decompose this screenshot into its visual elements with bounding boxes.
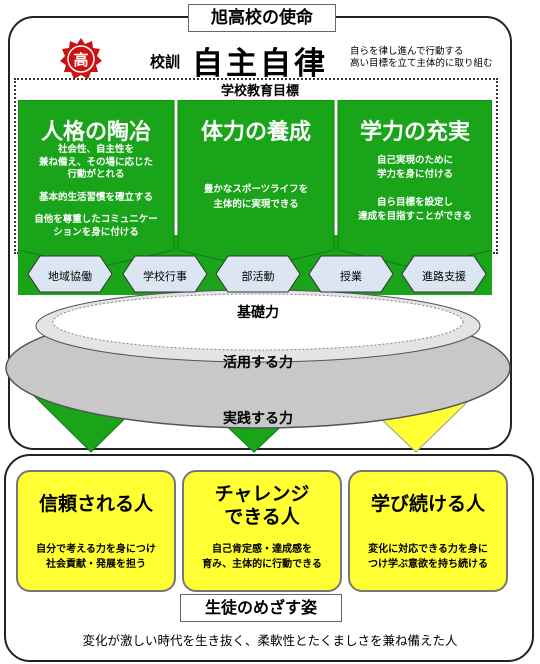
mission-title: 旭高校の使命 (188, 4, 336, 32)
ideal-card-head: 信頼される人 (38, 493, 153, 515)
goal-line: 豊かなスポーツライフを (203, 184, 309, 195)
ideal-card-text: 自己肯定感・達成感を 育み、主体的に行動できる (186, 542, 338, 572)
goal-line: 行動がとれる (67, 169, 125, 180)
school-seal-icon: 高 (60, 38, 102, 79)
ideal-card-head: できる人 (224, 506, 300, 528)
ideal-line: 育み、主体的に行動できる (202, 559, 322, 570)
motto-text: 自主自律 (192, 46, 328, 82)
goal-line (20, 182, 172, 192)
aim-title: 生徒のめざす姿 (180, 594, 342, 622)
ideal-card-text: 自分で考える力を身につけ 社会貢献・発展を担う (20, 542, 172, 572)
ideal-card-trusted: 信頼される人 自分で考える力を身につけ 社会貢献・発展を担う (16, 470, 176, 592)
goal-column-head: 人格の陶冶 (40, 120, 151, 145)
activity-hexagons (27, 255, 487, 293)
goal-line: 兼ね備え、その場に応じた (38, 156, 153, 168)
goal-line (20, 204, 172, 214)
activity-hex: 部活動 (241, 270, 275, 283)
activity-hex: 進路支援 (422, 270, 466, 283)
ideal-line: 自分で考える力を身につけ (36, 544, 156, 555)
layer-practice: 実践する力 (223, 411, 293, 427)
ideal-card-challenge: チャレンジ できる人 自己肯定感・達成感を 育み、主体的に行動できる (182, 470, 342, 592)
goal-line: 自己実現のために (376, 155, 453, 166)
ideal-line: つけ学ぶ意欲を持ち続ける (368, 559, 488, 570)
motto-desc-line: 高い目標を立て主体的に取り組む (350, 58, 493, 69)
motto-label: 校訓 (150, 53, 181, 71)
ideal-line: 社会貢献・発展を担う (46, 559, 146, 570)
goal-column-text: 自己実現のために 学力を身に付ける 自ら目標を設定し 達成を目指すことができる (340, 154, 490, 224)
ideal-line: 自己肯定感・達成感を (212, 544, 312, 555)
goal-line: 自ら目標を設定し (376, 197, 453, 208)
goal-line: 達成を目指すことができる (358, 211, 472, 222)
ability-layers (5, 289, 511, 429)
goals-title: 学校教育目標 (205, 80, 315, 99)
goal-column-text: 豊かなスポーツライフを 主体的に実現できる (180, 182, 332, 212)
layer-foundation: 基礎力 (237, 305, 279, 321)
goal-line: 基本的生活習慣を確立する (38, 191, 153, 203)
activity-hex: 学校行事 (143, 270, 187, 283)
goal-column-head: 体力の養成 (200, 120, 311, 145)
activity-hex: 地域協働 (48, 270, 92, 283)
goal-column-text: 社会性、自主性を 兼ね備え、その場に応じた 行動がとれる 基本的生活習慣を確立す… (20, 144, 172, 239)
goal-column-physical: 体力の養成 豊かなスポーツライフを 主体的に実現できる (178, 100, 334, 250)
goal-column-head: 学力の充実 (359, 120, 470, 145)
goal-line: 自他を尊重したコミュニケー (34, 214, 158, 225)
goal-line: 学力を身に付ける (376, 169, 453, 180)
activity-hex: 授業 (340, 270, 362, 283)
ideal-card-text: 変化に対応できる力を身に つけ学ぶ意欲を持ち続ける (352, 542, 504, 572)
motto-description: 自らを律し進んで行動する 高い目標を立て主体的に取り組む (350, 46, 493, 70)
goal-column-character: 人格の陶冶 社会性、自主性を 兼ね備え、その場に応じた 行動がとれる 基本的生活… (18, 100, 174, 250)
goal-line (340, 182, 490, 196)
goal-line: 社会性、自主性を (57, 144, 134, 155)
goal-column-academic: 学力の充実 自己実現のために 学力を身に付ける 自ら目標を設定し 達成を目指すこ… (338, 100, 492, 250)
ideal-card-lifelong: 学び続ける人 変化に対応できる力を身に つけ学ぶ意欲を持ち続ける (348, 470, 508, 592)
goal-line: ションを身に付ける (53, 226, 139, 238)
goal-columns-shapes (18, 100, 492, 269)
seal-glyph: 高 (73, 51, 88, 69)
layer-applied: 活用する力 (223, 355, 293, 371)
ideal-card-head: 学び続ける人 (370, 493, 485, 515)
ideal-card-head: チャレンジ (214, 483, 310, 505)
motto-desc-line: 自らを律し進んで行動する (350, 46, 464, 57)
aim-summary: 変化が激しい時代を生き抜く、柔軟性とたくましさを兼ね備えた人 (82, 633, 458, 648)
ideal-line: 変化に対応できる力を身に (368, 544, 488, 555)
goal-line: 主体的に実現できる (213, 199, 299, 210)
